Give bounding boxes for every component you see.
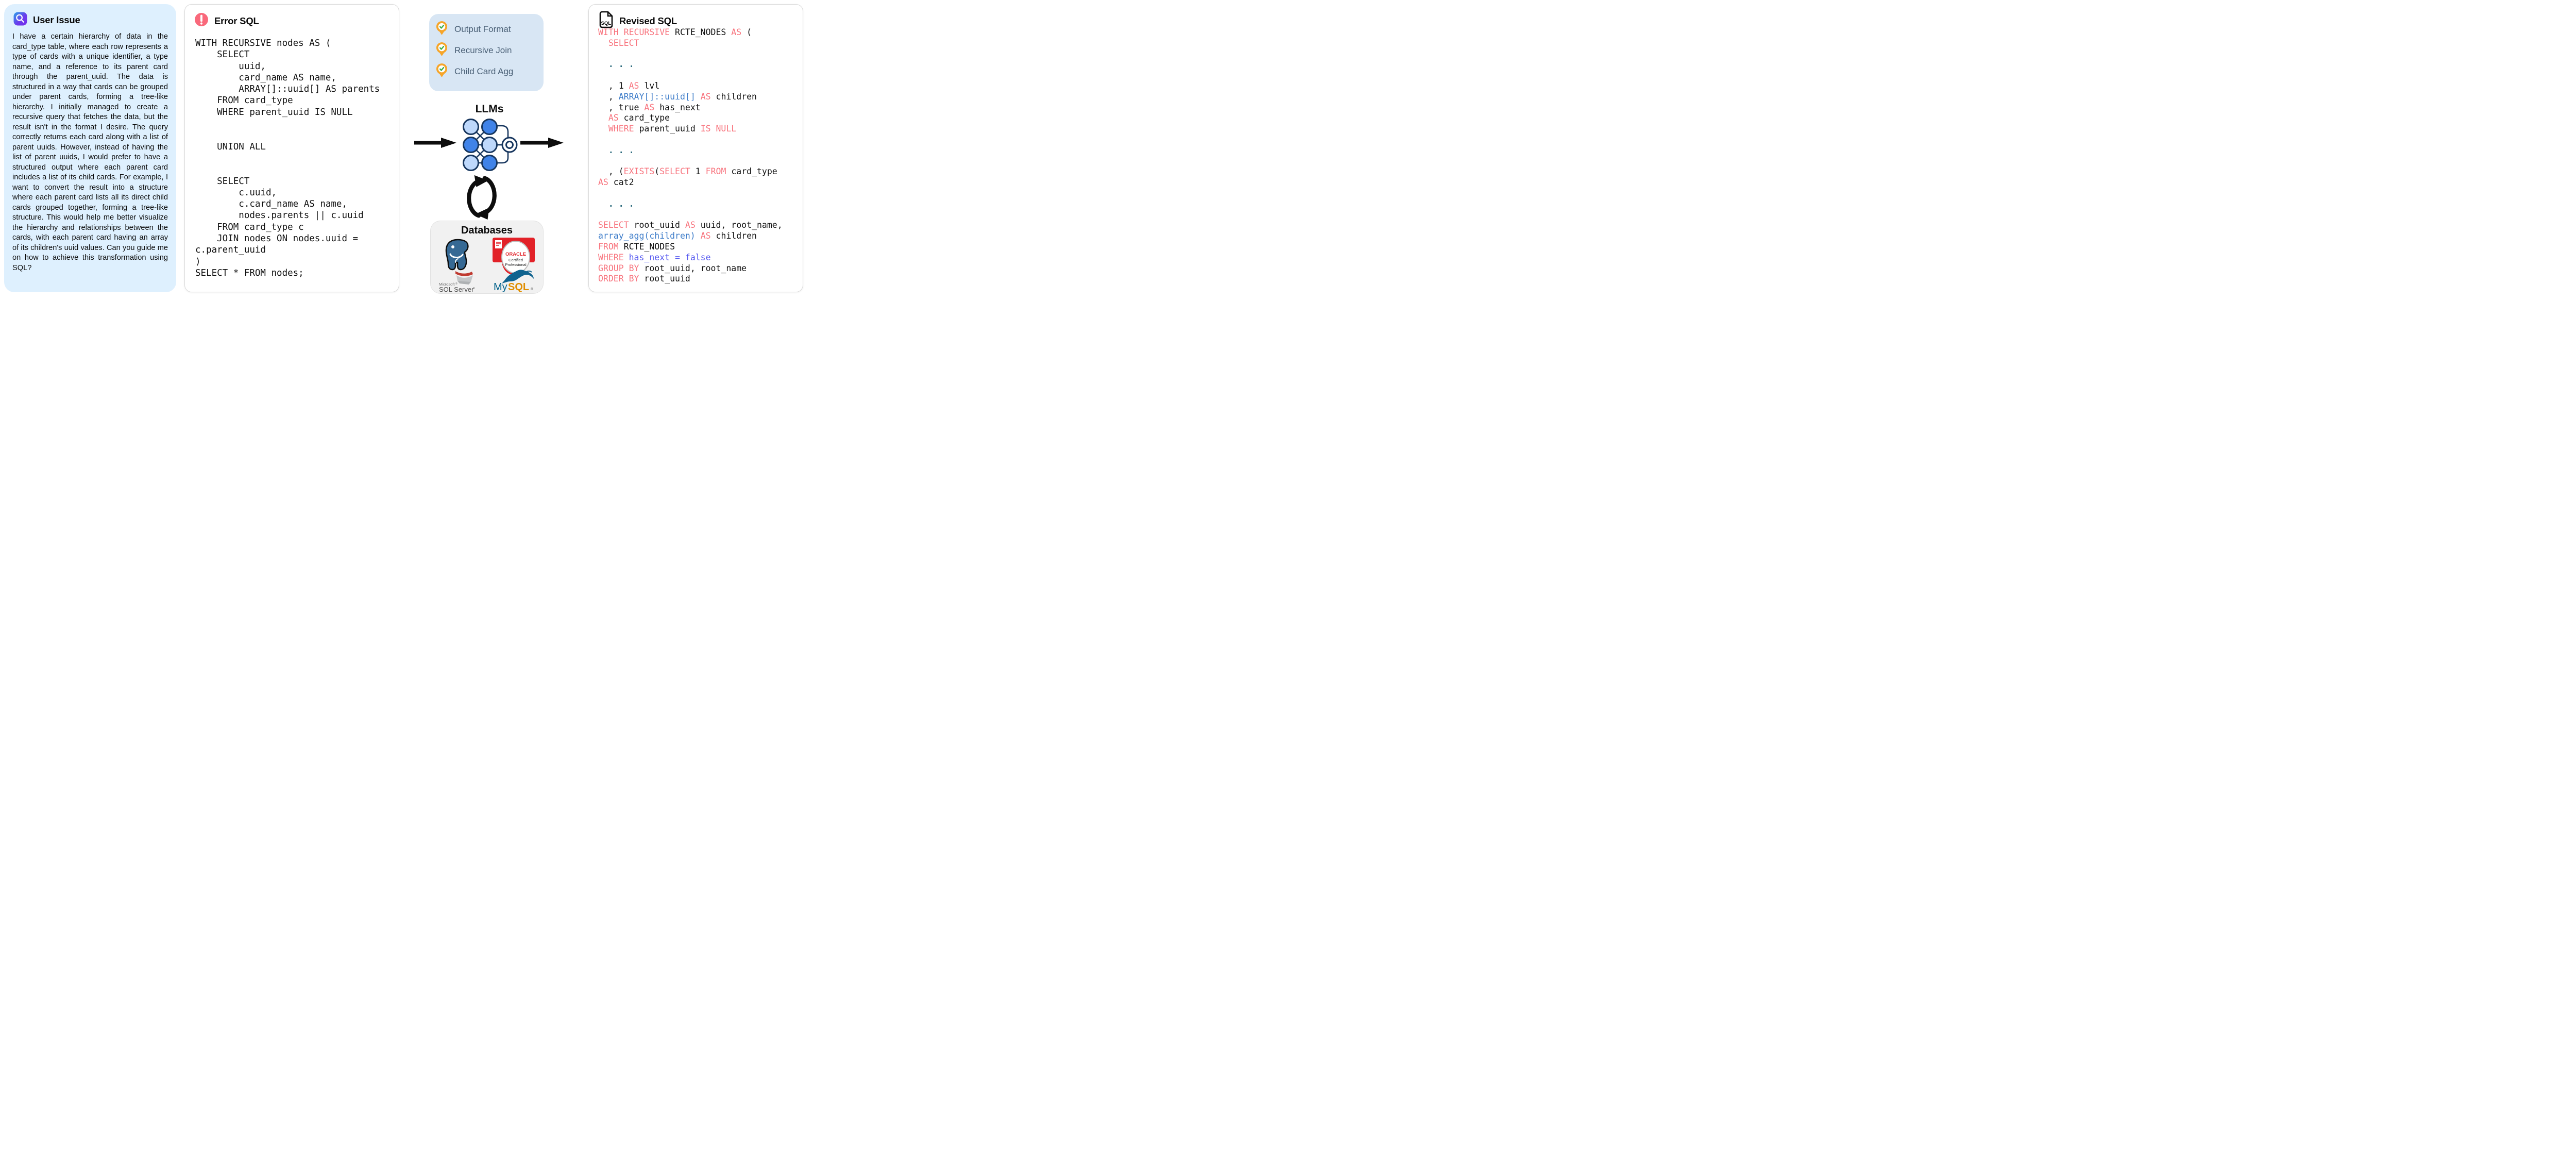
check-pin-icon — [436, 63, 448, 80]
check-label: Child Card Agg — [454, 66, 514, 76]
check-label: Recursive Join — [454, 45, 512, 55]
svg-text:ORACLE: ORACLE — [505, 252, 526, 257]
magnifier-icon — [13, 12, 27, 28]
sql-file-icon: SQL — [598, 11, 614, 31]
svg-text:Microsoft: Microsoft — [439, 282, 455, 287]
svg-text:®: ® — [531, 287, 534, 291]
sql-server-logo-icon: Microsoft ® SQL Server ® — [437, 271, 486, 295]
arrow-right-icon — [413, 137, 456, 151]
oracle-certified-badge-icon: ORACLE Certified Professional — [492, 237, 536, 280]
cycle-arrows-icon — [464, 174, 499, 222]
svg-text:Professional: Professional — [505, 262, 527, 267]
databases-box: Databases ORACLE Certified Professional — [430, 221, 544, 294]
check-row-recursive-join: Recursive Join — [436, 42, 544, 59]
postgresql-logo-icon — [443, 239, 472, 273]
svg-text:Certified: Certified — [509, 258, 523, 262]
user-issue-body: I have a certain hierarchy of data in th… — [12, 32, 168, 272]
check-pin-icon — [436, 21, 448, 38]
user-issue-title: User Issue — [33, 14, 80, 25]
svg-text:®: ® — [455, 282, 457, 286]
revised-sql-code: WITH RECURSIVE RCTE_NODES AS ( SELECT . … — [598, 27, 783, 284]
databases-title: Databases — [461, 225, 513, 236]
user-issue-header: User Issue — [4, 4, 176, 28]
check-label: Output Format — [454, 24, 511, 34]
arrow-right-icon — [519, 137, 564, 151]
check-row-child-card-agg: Child Card Agg — [436, 63, 544, 80]
svg-text:SQL: SQL — [601, 21, 612, 26]
error-sql-header: Error SQL — [185, 5, 399, 29]
error-sql-code: WITH RECURSIVE nodes AS ( SELECT uuid, c… — [195, 38, 380, 278]
error-sql-title: Error SQL — [214, 15, 259, 26]
svg-text:SQL Server: SQL Server — [439, 286, 474, 292]
revised-sql-header: SQL Revised SQL — [589, 5, 803, 31]
error-sql-panel: Error SQL WITH RECURSIVE nodes AS ( SELE… — [184, 4, 399, 292]
mysql-logo-icon: My SQL ® — [487, 268, 541, 296]
checks-box: Output Format Recursive Join Child Car — [429, 14, 544, 91]
svg-text:My: My — [494, 281, 507, 293]
neural-network-icon — [459, 116, 520, 176]
revised-sql-title: Revised SQL — [619, 15, 677, 26]
figure-canvas: User Issue I have a certain hierarchy of… — [0, 0, 808, 297]
exclamation-icon — [194, 12, 209, 29]
llms-label: LLMs — [475, 103, 504, 115]
user-issue-panel: User Issue I have a certain hierarchy of… — [4, 4, 176, 292]
svg-text:SQL: SQL — [508, 281, 529, 293]
check-row-output-format: Output Format — [436, 21, 544, 38]
svg-text:®: ® — [473, 287, 475, 290]
revised-sql-panel: SQL Revised SQL WITH RECURSIVE RCTE_NODE… — [588, 4, 803, 292]
check-pin-icon — [436, 42, 448, 59]
